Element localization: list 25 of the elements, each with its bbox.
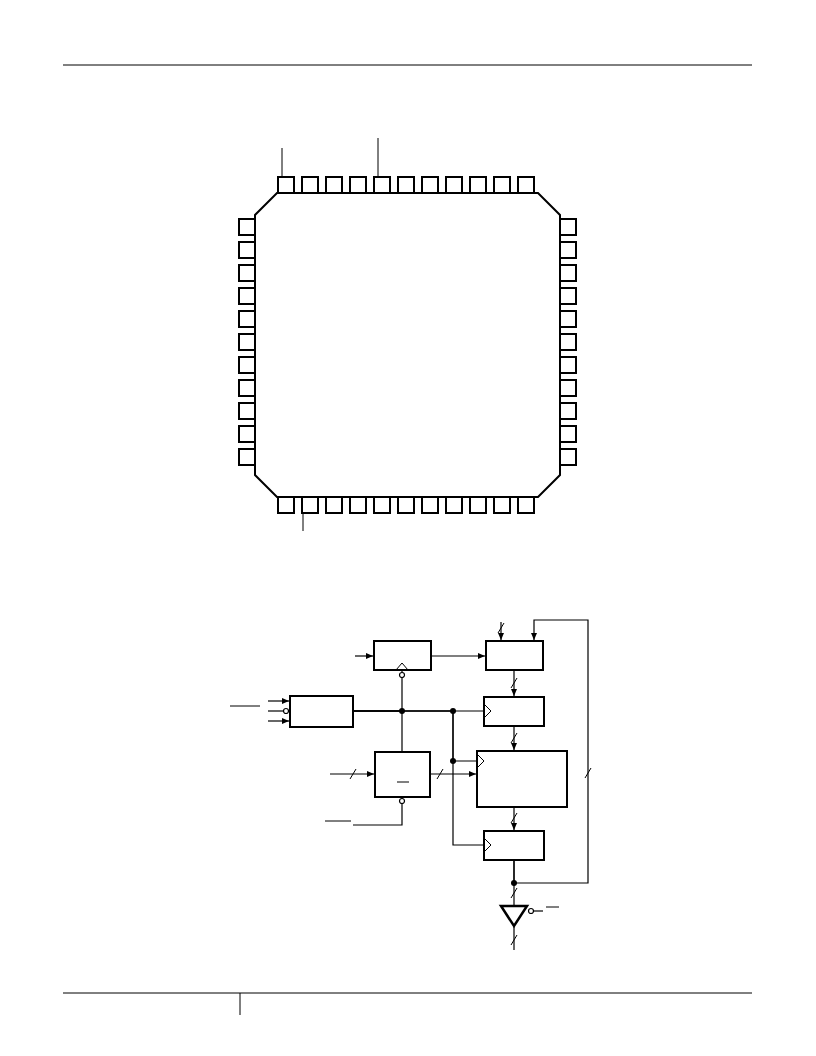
buffer-triangle xyxy=(500,905,528,927)
signal-line xyxy=(430,771,477,777)
logic-block-box xyxy=(373,640,432,671)
signal-line xyxy=(352,797,406,826)
signal-line xyxy=(511,726,517,751)
logic-block-box xyxy=(485,640,544,671)
logic-block-box xyxy=(289,695,354,728)
signal-line xyxy=(267,707,290,715)
logic-block-box xyxy=(476,750,568,808)
signal-line xyxy=(513,926,515,951)
signal-line xyxy=(329,771,375,777)
signal-line xyxy=(513,860,515,906)
logic-block-box xyxy=(483,830,545,861)
signal-line xyxy=(353,710,492,853)
signal-line xyxy=(513,619,589,884)
signal-line xyxy=(267,698,290,704)
logic-block-box xyxy=(483,696,545,727)
signal-line xyxy=(354,653,374,659)
signal-line xyxy=(267,718,290,724)
signal-line xyxy=(511,807,517,831)
signal-line xyxy=(498,621,504,641)
signal-line xyxy=(511,670,517,697)
signal-line xyxy=(431,653,486,659)
signal-line xyxy=(527,907,544,915)
logic-block-box xyxy=(374,751,431,798)
